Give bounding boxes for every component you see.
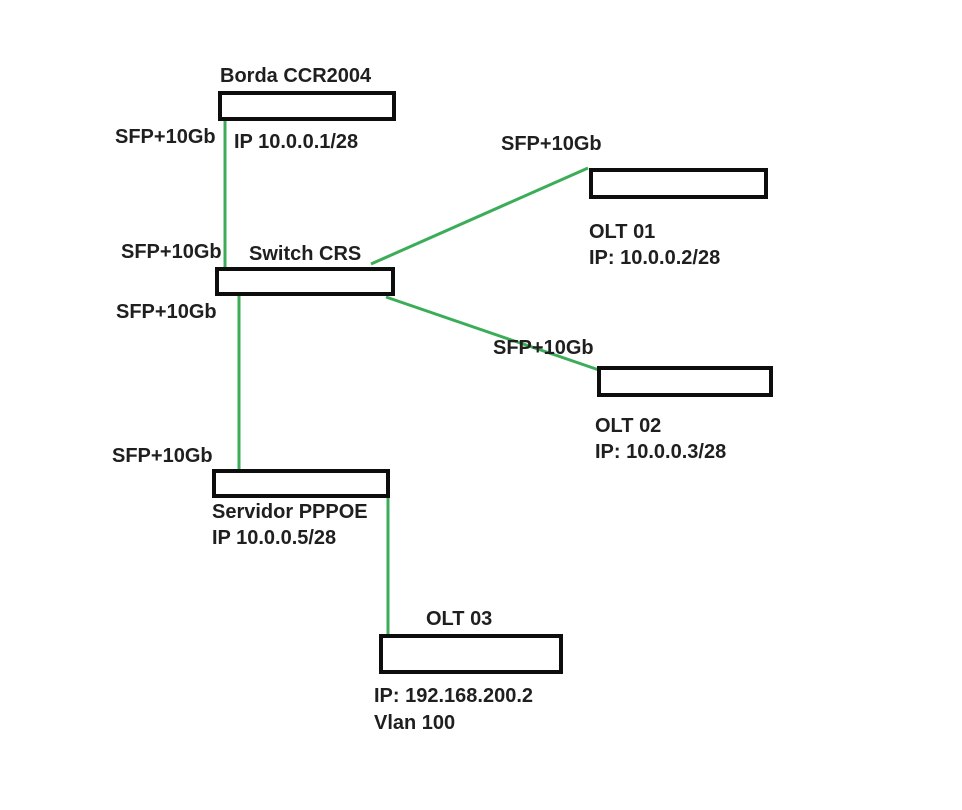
node-olt01 [589,168,768,199]
olt01-ip: IP: 10.0.0.2/28 [589,247,721,269]
olt03-title: OLT 03 [426,608,493,630]
link-label-switch-to-servidor: SFP+10Gb [112,445,213,467]
node-olt02 [597,366,773,397]
link-label-switch-to-olt01: SFP+10Gb [501,133,602,155]
node-olt03 [379,634,563,674]
olt02-ip: IP: 10.0.0.3/28 [595,441,727,463]
link-label-switch-to-olt02: SFP+10Gb [493,337,594,359]
link-switch-olt02 [385,295,600,372]
olt03-ip: IP: 192.168.200.2 [374,685,534,707]
borda-title: Borda CCR2004 [220,65,372,87]
olt01-title: OLT 01 [589,221,656,243]
link-label-switch-top: SFP+10Gb [121,241,222,263]
borda-ip: IP 10.0.0.1/28 [234,131,359,153]
node-servidor-pppoe [212,469,390,498]
link-switch-olt01 [370,166,589,266]
link-label-borda-to-switch: SFP+10Gb [115,126,216,148]
link-label-switch-bottom: SFP+10Gb [116,301,217,323]
olt02-title: OLT 02 [595,415,662,437]
switch-crs-title: Switch CRS [249,243,362,265]
servidor-pppoe-ip: IP 10.0.0.5/28 [212,527,337,549]
servidor-pppoe-title: Servidor PPPOE [212,501,368,523]
node-switch-crs [215,267,395,296]
olt03-vlan: Vlan 100 [374,712,456,734]
node-borda-ccr2004 [218,91,396,121]
